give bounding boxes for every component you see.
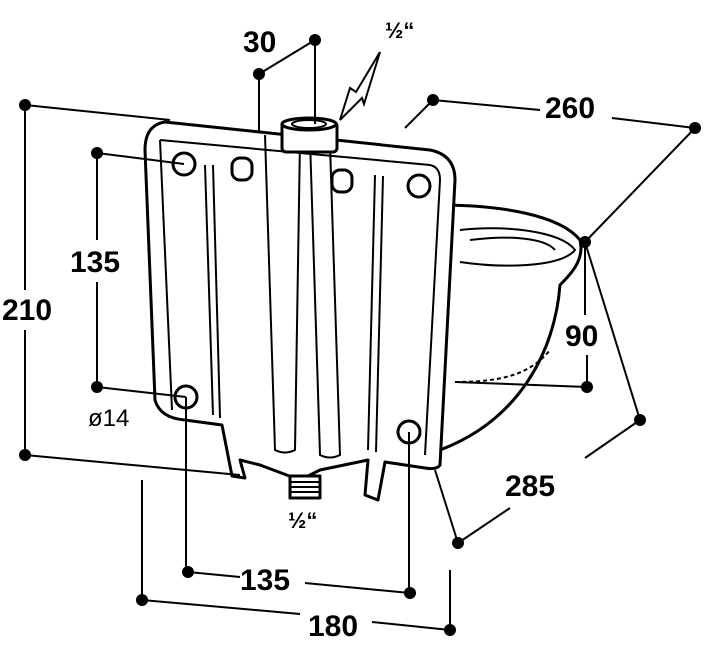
dim-hole-diameter-label: ø14 bbox=[88, 405, 129, 432]
dim-90-label: 90 bbox=[565, 320, 598, 353]
dim-135-vertical-label: 135 bbox=[70, 246, 120, 279]
dim-top-thread-label: ½“ bbox=[385, 18, 414, 43]
dim-260-label: 260 bbox=[545, 92, 595, 125]
dimension-lines bbox=[19, 34, 701, 636]
dim-30-label: 30 bbox=[243, 26, 276, 59]
dim-180-label: 180 bbox=[308, 610, 358, 643]
dim-bottom-thread-label: ½“ bbox=[288, 508, 317, 533]
drinking-bowl bbox=[143, 116, 583, 502]
dim-135-horizontal-label: 135 bbox=[240, 564, 290, 597]
dim-210-label: 210 bbox=[2, 294, 52, 327]
dim-285-label: 285 bbox=[505, 470, 555, 503]
